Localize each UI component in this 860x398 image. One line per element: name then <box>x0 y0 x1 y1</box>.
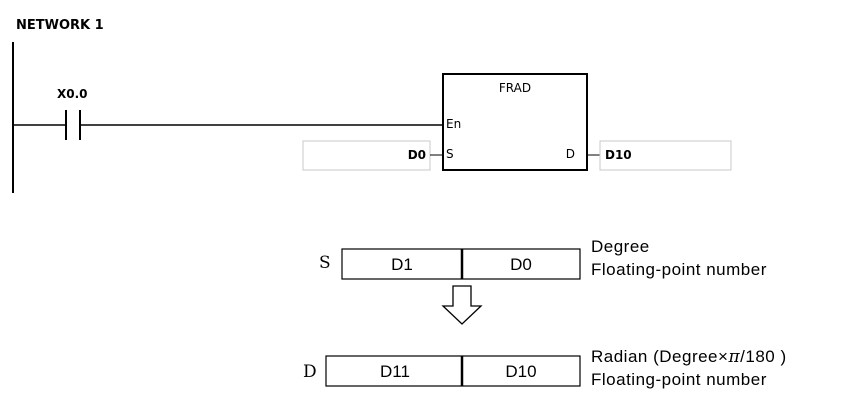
destination-desc-line1: Radian (Degree×π/180 ) <box>591 347 787 367</box>
radian-formula-suffix: /180 ) <box>740 347 786 366</box>
destination-desc-line2: Floating-point number <box>591 370 767 389</box>
pi-symbol: π <box>727 347 740 367</box>
source-low-word: D0 <box>510 255 532 274</box>
radian-formula-prefix: Radian (Degree× <box>591 347 728 366</box>
destination-high-word: D11 <box>380 362 410 381</box>
d-pin-label: D <box>566 147 575 161</box>
source-register-pair <box>341 248 581 280</box>
destination-register-pair <box>325 355 581 387</box>
instruction-name: FRAD <box>499 81 531 95</box>
source-desc-line2: Floating-point number <box>591 260 767 279</box>
normally-open-contact <box>65 110 81 140</box>
s-pin-label: S <box>446 147 454 161</box>
down-arrow-icon <box>441 285 483 325</box>
source-desc-line1: Degree <box>591 237 650 256</box>
destination-low-word: D10 <box>505 362 536 381</box>
source-high-word: D1 <box>391 255 413 274</box>
en-pin-label: En <box>446 117 461 131</box>
s-operand-box <box>302 140 431 171</box>
destination-label: D <box>303 362 317 382</box>
source-label: S <box>319 253 331 273</box>
network-label: NETWORK 1 <box>16 18 104 33</box>
s-operand: D0 <box>408 148 426 162</box>
contact-label: X0.0 <box>57 87 88 101</box>
d-operand-box <box>599 140 732 171</box>
frad-function-block <box>442 73 588 171</box>
d-operand: D10 <box>605 148 632 162</box>
